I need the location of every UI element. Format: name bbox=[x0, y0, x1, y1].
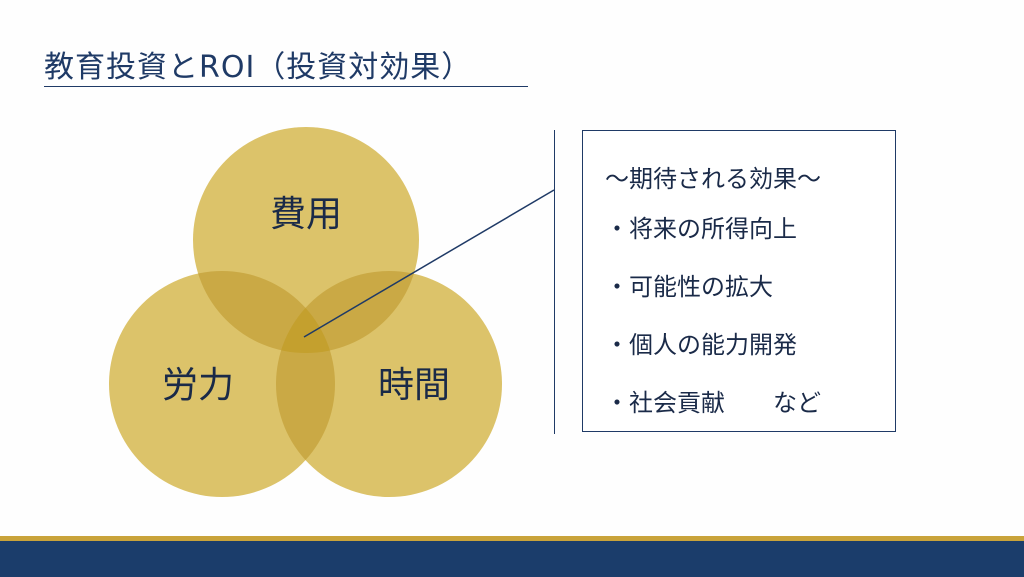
effects-list: ・将来の所得向上 ・可能性の拡大 ・個人の能力開発 ・社会貢献 など bbox=[605, 214, 895, 418]
venn-overlap-cost-time bbox=[276, 271, 419, 353]
footer-navy-band bbox=[0, 541, 1024, 577]
title-underline bbox=[44, 86, 528, 87]
venn-overlap-cost-effort bbox=[193, 271, 335, 353]
effects-heading: ～期待される効果～ bbox=[605, 165, 821, 193]
list-item: ・可能性の拡大 bbox=[605, 273, 773, 301]
slide-title: 教育投資とROI（投資対効果） bbox=[44, 50, 473, 85]
venn-diagram: 費用 労力 時間 bbox=[109, 127, 555, 497]
venn-label-cost: 費用 bbox=[270, 194, 342, 235]
list-item: ・将来の所得向上 bbox=[605, 215, 797, 243]
venn-label-time: 時間 bbox=[378, 365, 450, 406]
list-item: ・社会貢献 など bbox=[605, 389, 821, 417]
expected-effects-box: ～期待される効果～ ・将来の所得向上 ・可能性の拡大 ・個人の能力開発 ・社会貢… bbox=[582, 130, 896, 432]
bracket-line bbox=[554, 130, 555, 434]
connector-line bbox=[303, 189, 555, 338]
footer-gold-stripe bbox=[0, 536, 1024, 541]
venn-label-effort: 労力 bbox=[162, 365, 234, 406]
list-item: ・個人の能力開発 bbox=[605, 331, 797, 359]
